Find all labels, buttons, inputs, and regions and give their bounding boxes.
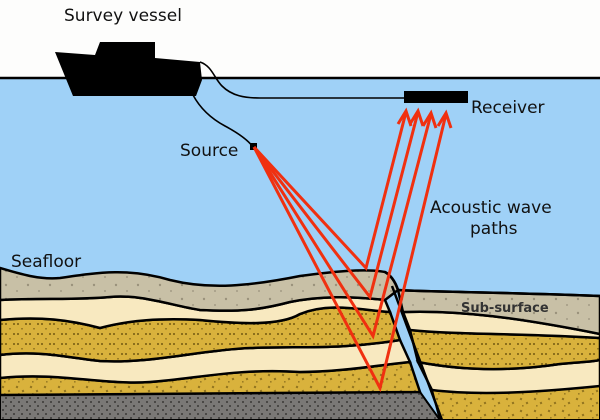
arrowhead-4 xyxy=(436,109,453,129)
label-receiver: Receiver xyxy=(471,98,545,118)
streamer-cable xyxy=(199,61,405,99)
label-acoustic-wave: Acoustic wave xyxy=(430,198,552,218)
arrowhead-1 xyxy=(396,107,413,127)
label-source: Source xyxy=(180,141,238,161)
arrowhead-2 xyxy=(408,107,425,127)
label-subsurface: Sub-surface xyxy=(461,301,549,316)
receiver-array xyxy=(404,91,468,103)
arrowhead-3 xyxy=(421,109,438,129)
wave-path-2 xyxy=(252,111,420,301)
source-node xyxy=(250,143,257,150)
left-strata-block xyxy=(0,266,442,420)
wave-path-1 xyxy=(252,111,408,272)
right-strata-block xyxy=(384,270,600,420)
wave-path-4 xyxy=(252,113,448,393)
label-seafloor: Seafloor xyxy=(11,252,81,272)
label-survey-vessel: Survey vessel xyxy=(64,6,182,26)
label-paths: paths xyxy=(470,219,518,239)
layer-bedrock-left xyxy=(0,390,442,420)
seafloor-line-right xyxy=(384,270,600,298)
acoustic-wave-paths xyxy=(252,107,453,393)
survey-vessel-hull xyxy=(55,42,202,96)
wave-path-3 xyxy=(252,113,433,340)
source-cable xyxy=(192,94,254,148)
